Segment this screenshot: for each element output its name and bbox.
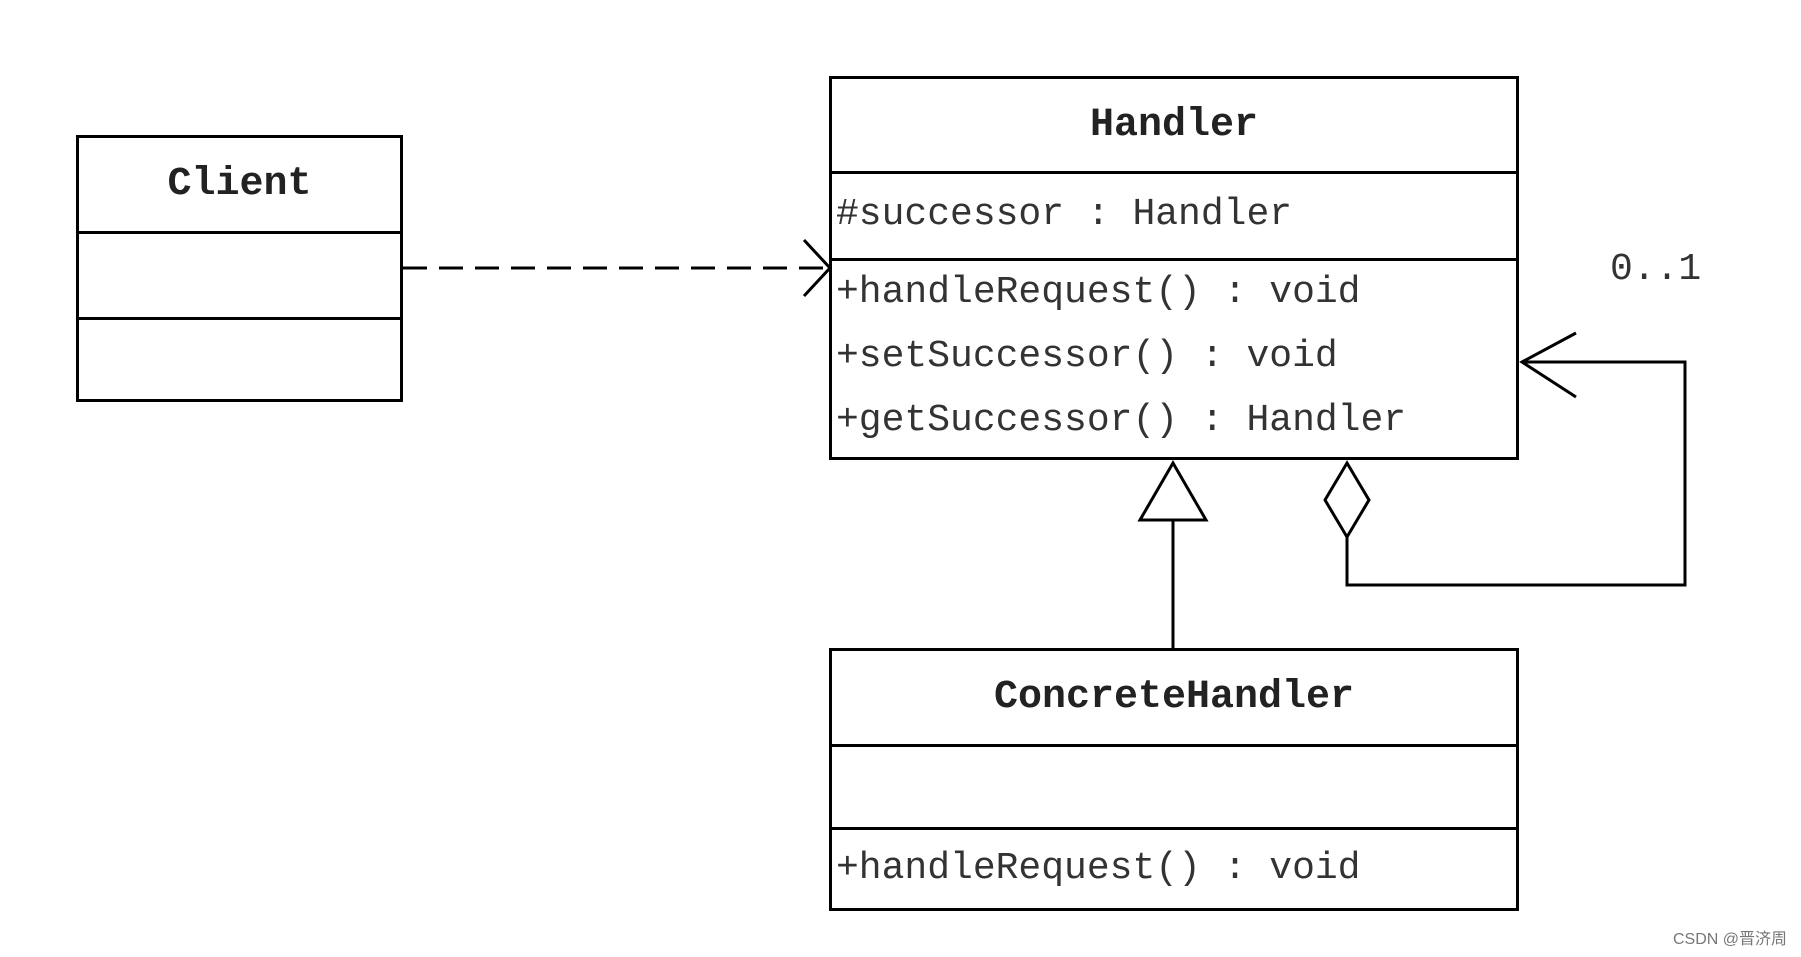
multiplicity-label: 0..1 bbox=[1610, 248, 1702, 291]
aggregation-diamond bbox=[1323, 460, 1371, 540]
watermark: CSDN @晋济周 bbox=[1672, 931, 1787, 948]
concrete-handler-class[interactable]: ConcreteHandler +handleRequest() : void bbox=[829, 648, 1519, 911]
concrete-handler-attributes-section bbox=[832, 747, 1516, 830]
handler-operations-section: +handleRequest() : void +setSuccessor() … bbox=[832, 261, 1516, 453]
handler-attributes-section: #successor : Handler bbox=[832, 174, 1516, 261]
client-class[interactable]: Client bbox=[76, 135, 403, 402]
concrete-handler-operations-section: +handleRequest() : void bbox=[832, 830, 1516, 904]
concrete-handler-class-name: ConcreteHandler bbox=[832, 651, 1516, 747]
concrete-handler-operation: +handleRequest() : void bbox=[836, 847, 1361, 890]
handler-attribute: #successor : Handler bbox=[836, 193, 1293, 236]
aggregation-line bbox=[1345, 360, 1687, 587]
handler-class[interactable]: Handler #successor : Handler +handleRequ… bbox=[829, 76, 1519, 460]
handler-operation: +getSuccessor() : Handler bbox=[836, 399, 1407, 442]
client-attributes-section bbox=[79, 234, 400, 320]
aggregation-arrowhead bbox=[1519, 331, 1577, 399]
handler-class-name: Handler bbox=[832, 79, 1516, 174]
handler-operation: +handleRequest() : void bbox=[836, 271, 1361, 314]
dependency-arrowhead bbox=[802, 238, 833, 298]
generalization-triangle bbox=[1137, 460, 1209, 522]
client-class-name: Client bbox=[79, 138, 400, 234]
handler-operation: +setSuccessor() : void bbox=[836, 335, 1338, 378]
